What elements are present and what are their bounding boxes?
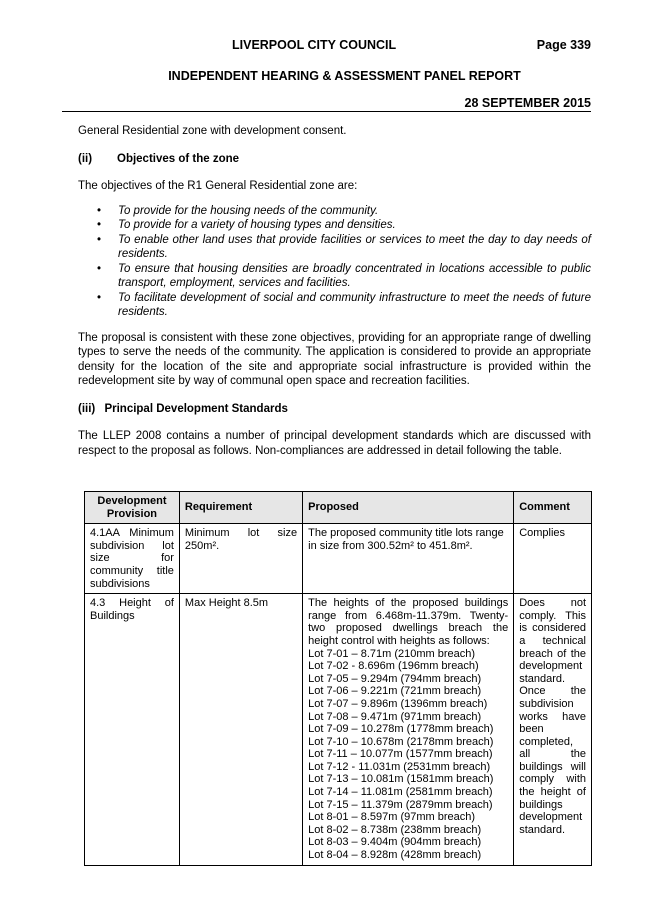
header-divider	[62, 111, 591, 112]
lot-breach-item: Lot 7-12 - 11.031m (2531mm breach)	[308, 760, 491, 773]
objectives-list: To provide for the housing needs of the …	[78, 204, 591, 320]
lot-breach-item: Lot 7-09 – 10.278m (1778mm breach)	[308, 723, 494, 736]
report-title: INDEPENDENT HEARING & ASSESSMENT PANEL R…	[168, 69, 521, 83]
objective-item: To provide for the housing needs of the …	[97, 204, 591, 219]
standards-lead: The LLEP 2008 contains a number of princ…	[78, 430, 591, 457]
section-iii-number: (iii)	[78, 402, 96, 415]
column-header: Proposed	[302, 490, 515, 525]
section-ii-title: Objectives of the zone	[117, 152, 240, 165]
lot-breach-item: Lot 7-11 – 10.077m (1577mm breach)	[308, 748, 493, 761]
page-number: Page 339	[536, 38, 591, 52]
provision-cell: 4.1AA Minimum subdivision lot size for c…	[84, 523, 180, 595]
development-standards-table: Development Provision Requirement Propos…	[84, 490, 592, 866]
column-header: Development Provision	[84, 490, 180, 525]
objective-item: To facilitate development of social and …	[97, 291, 591, 320]
objective-item: To ensure that housing densities are bro…	[97, 262, 591, 291]
lot-breach-item: Lot 7-15 – 11.379m (2879mm breach)	[308, 798, 493, 811]
lot-breach-item: Lot 7-13 – 10.081m (1581mm breach)	[308, 773, 494, 786]
lot-breach-item: Lot 7-10 – 10.678m (2178mm breach)	[308, 735, 494, 748]
page-header: LIVERPOOL CITY COUNCIL Page 339	[0, 38, 653, 54]
requirement-cell: Minimum lot size 250m².	[178, 523, 304, 595]
lot-breach-list: Lot 7-01 – 8.71m (210mm breach) Lot 7-02…	[308, 648, 508, 862]
report-date: 28 SEPTEMBER 2015	[464, 96, 591, 110]
lot-breach-item: Lot 7-07 – 9.896m (1396mm breach)	[308, 697, 488, 710]
section-iii-title: Principal Development Standards	[104, 402, 288, 415]
proposed-cell: The proposed community title lots range …	[302, 523, 515, 595]
height-summary: The heights of the proposed buildings ra…	[308, 597, 509, 647]
section-iii-heading: (iii) Principal Development Standards	[78, 402, 591, 417]
lot-breach-item: Lot 7-06 – 9.221m (721mm breach)	[308, 685, 482, 698]
table-row: 4.3 Height of Buildings Max Height 8.5m …	[84, 593, 592, 866]
lot-breach-item: Lot 7-08 – 9.471m (971mm breach)	[308, 710, 482, 723]
comment-cell: Complies	[513, 523, 592, 595]
column-header: Requirement	[178, 490, 304, 525]
objective-item: To provide for a variety of housing type…	[97, 218, 591, 233]
table-header-row: Development Provision Requirement Propos…	[84, 490, 592, 525]
document-body: General Residential zone with developmen…	[78, 124, 591, 471]
lot-breach-item: Lot 8-02 – 8.738m (238mm breach)	[308, 823, 482, 836]
lot-breach-item: Lot 7-14 – 11.081m (2581mm breach)	[308, 786, 493, 799]
objective-item: To enable other land uses that provide f…	[97, 233, 591, 262]
lot-breach-item: Lot 7-02 - 8.696m (196mm breach)	[308, 660, 479, 673]
proposed-cell: The heights of the proposed buildings ra…	[302, 593, 515, 866]
intro-paragraph: General Residential zone with developmen…	[78, 125, 347, 137]
lot-breach-item: Lot 7-01 – 8.71m (210mm breach)	[308, 647, 476, 660]
section-ii-number: (ii)	[78, 152, 93, 165]
lot-breach-item: Lot 7-05 – 9.294m (794mm breach)	[308, 672, 482, 685]
objectives-assessment: The proposal is consistent with these zo…	[78, 331, 591, 388]
requirement-cell: Max Height 8.5m	[178, 593, 304, 866]
column-header: Comment	[513, 490, 592, 525]
lot-breach-item: Lot 8-04 – 8.928m (428mm breach)	[308, 849, 482, 862]
council-name: LIVERPOOL CITY COUNCIL	[232, 38, 397, 52]
objectives-lead: The objectives of the R1 General Residen…	[78, 180, 358, 192]
provision-cell: 4.3 Height of Buildings	[84, 593, 180, 866]
lot-breach-item: Lot 8-03 – 9.404m (904mm breach)	[308, 836, 482, 849]
comment-cell: Does not comply. This is considered a te…	[513, 593, 592, 866]
lot-breach-item: Lot 8-01 – 8.597m (97mm breach)	[308, 811, 476, 824]
table-row: 4.1AA Minimum subdivision lot size for c…	[84, 523, 592, 595]
section-ii-heading: (ii) Objectives of the zone	[78, 152, 591, 167]
